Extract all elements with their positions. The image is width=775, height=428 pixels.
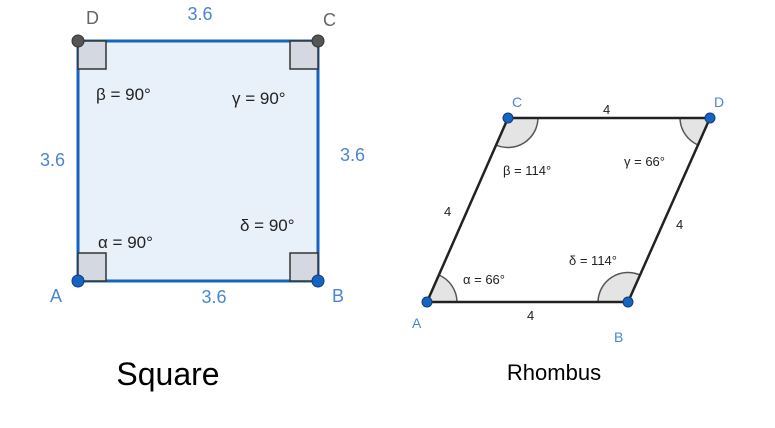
angle-label-beta: β = 90° (96, 85, 151, 104)
angle-arc-beta (495, 117, 539, 149)
point-c[interactable] (311, 34, 325, 48)
angle-label-gamma: γ = 90° (232, 89, 286, 108)
vertex-label-d: D (86, 8, 99, 28)
angle-label-delta: δ = 90° (240, 216, 295, 235)
side-label-top: 4 (603, 102, 610, 117)
point-a[interactable] (421, 296, 433, 308)
vertex-label-b: B (614, 329, 623, 345)
side-label-right: 3.6 (340, 145, 365, 165)
side-label-left: 3.6 (40, 150, 65, 170)
square-figure: D C A B 3.6 3.6 3.6 3.6 β = 90° γ = 90° … (40, 4, 365, 392)
vertex-label-c: C (512, 94, 522, 110)
side-label-left: 4 (444, 204, 451, 219)
right-angle-marker-b (289, 252, 319, 282)
point-b[interactable] (622, 296, 634, 308)
right-angle-marker-d (77, 40, 107, 70)
point-a[interactable] (71, 274, 85, 288)
point-b[interactable] (311, 274, 325, 288)
side-label-bottom: 3.6 (201, 287, 226, 307)
vertex-label-a: A (50, 286, 62, 306)
rhombus-figure: A B C D 4 4 4 4 β = 114° γ = 66° α = 66°… (412, 94, 724, 385)
angle-arc-alpha (425, 274, 458, 303)
square-title: Square (116, 356, 219, 392)
vertex-label-c: C (323, 10, 336, 30)
angle-arc-delta (597, 271, 641, 303)
square-shape (76, 39, 320, 283)
side-label-top: 3.6 (187, 4, 212, 24)
right-angle-marker-c (289, 40, 319, 70)
point-c[interactable] (502, 112, 514, 124)
rhombus-title: Rhombus (507, 360, 601, 385)
vertex-label-a: A (412, 315, 422, 331)
right-angle-marker-a (77, 252, 107, 282)
point-d[interactable] (71, 34, 85, 48)
side-label-right: 4 (676, 217, 683, 232)
angle-label-gamma: γ = 66° (624, 154, 665, 169)
angle-label-alpha: α = 66° (463, 272, 505, 287)
angle-label-alpha: α = 90° (98, 233, 153, 252)
angle-label-delta: δ = 114° (569, 253, 617, 268)
point-d[interactable] (704, 112, 716, 124)
vertex-label-d: D (714, 94, 724, 110)
side-label-bottom: 4 (527, 308, 534, 323)
vertex-label-b: B (332, 286, 344, 306)
angle-arc-gamma (679, 117, 712, 146)
angle-label-beta: β = 114° (503, 163, 551, 178)
